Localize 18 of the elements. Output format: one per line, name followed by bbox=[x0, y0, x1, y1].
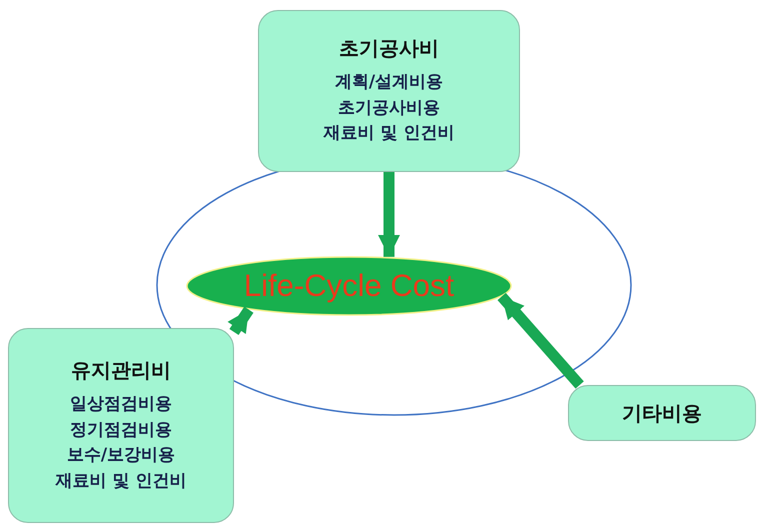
cost-item: 정기점검비용 bbox=[70, 418, 172, 442]
box-heading: 유지관리비 bbox=[71, 357, 171, 384]
cost-box bbox=[568, 385, 756, 441]
cost-item: 계획/설계비용 bbox=[334, 71, 444, 94]
cost-item: 재료비 및 인건비 bbox=[56, 470, 186, 492]
cost-item: 재료비 및 인건비 bbox=[324, 122, 454, 146]
cost-item: 보수/보강비용 bbox=[66, 444, 176, 467]
arrow bbox=[498, 292, 584, 389]
arrow bbox=[228, 306, 254, 336]
cost-box bbox=[8, 328, 234, 523]
box-heading: 초기공사비 bbox=[339, 35, 439, 62]
title-text: Life-Cycle Cost bbox=[244, 268, 454, 304]
box-heading: 기타비용 bbox=[622, 400, 702, 426]
cost-item: 초기공사비용 bbox=[338, 96, 440, 120]
cost-box bbox=[258, 10, 520, 172]
cost-item: 일상점검비용 bbox=[70, 393, 172, 416]
arrow bbox=[378, 172, 400, 257]
cost-ellipse bbox=[186, 256, 512, 316]
